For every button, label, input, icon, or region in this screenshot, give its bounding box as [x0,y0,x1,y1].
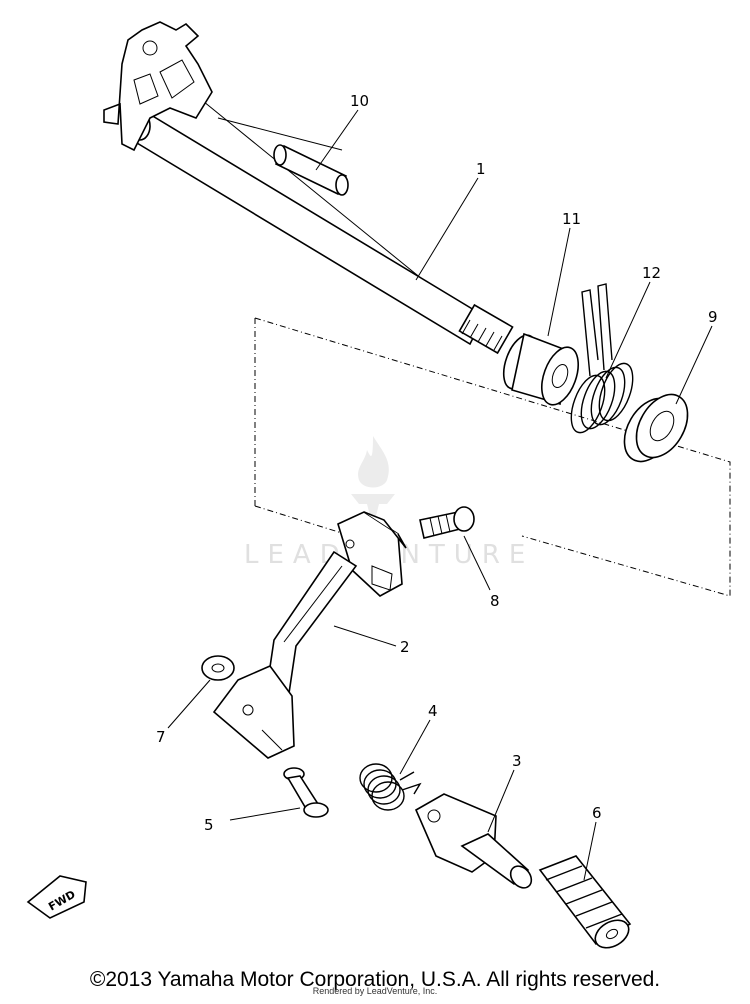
callout-10: 10 [350,92,369,110]
rendered-by-note: Rendered by LeadVenture, Inc. [312,986,438,996]
callout-8: 8 [490,592,500,610]
leader-lines [167,109,713,881]
part-2-shift-arm [212,511,407,759]
callout-6: 6 [592,804,602,822]
part-4-return-spring [359,763,422,811]
callout-11: 11 [562,210,581,228]
callout-9: 9 [708,308,718,326]
part-8-bolt [419,506,475,539]
exploded-parts-diagram: FWD 10 1 11 12 9 8 2 7 5 4 3 6 [26,21,731,949]
callout-2: 2 [400,638,410,656]
part-11-bushing [502,332,580,406]
part-10-pin [273,144,349,196]
callout-3: 3 [512,752,522,770]
part-12-torsion-spring [570,283,634,434]
part-5-pivot-pin [283,767,329,818]
callout-5: 5 [204,816,214,834]
part-6-shift-rubber [538,855,632,949]
callout-numbers: 10 1 11 12 9 8 2 7 5 4 3 6 [156,92,718,834]
part-9-oil-seal [623,393,689,463]
callout-12: 12 [642,264,661,282]
part-7-washer [201,655,235,681]
flame-logo-icon [351,436,395,528]
fwd-arrow-icon: FWD [26,875,87,919]
callout-4: 4 [428,702,438,720]
part-1-shift-shaft [103,21,514,355]
part-3-pedal-joint [414,793,533,889]
callout-1: 1 [476,160,486,178]
callout-7: 7 [156,728,166,746]
copyright-footer: ©2013 Yamaha Motor Corporation, U.S.A. A… [89,968,661,991]
